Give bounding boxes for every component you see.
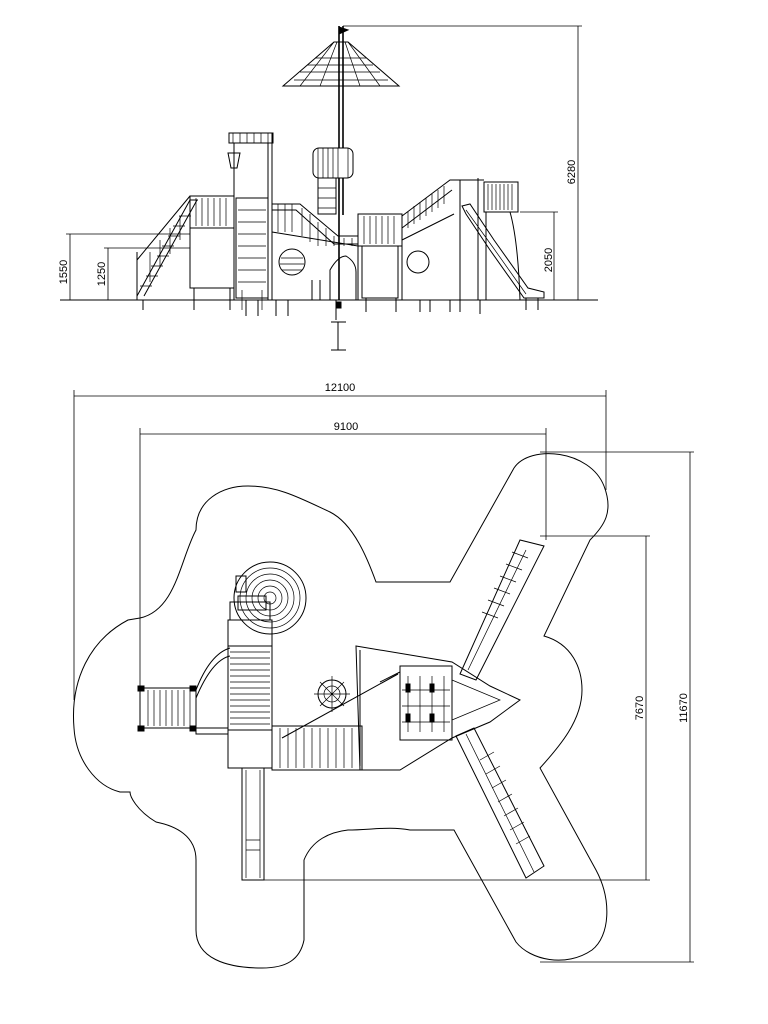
plan-ship-hull — [355, 645, 521, 771]
dim-overall-depth: 11670 — [678, 693, 690, 723]
dim-structure-width: 9100 — [334, 421, 358, 433]
plan-lower-right-slide — [455, 727, 545, 879]
dim-total-height: 6280 — [566, 160, 578, 184]
safety-zone-outline — [72, 453, 609, 969]
barrel-crows-nest — [312, 147, 354, 215]
plan-ship-wheel — [314, 676, 350, 712]
ship-hull — [401, 179, 461, 312]
plan-dimensions: 12100 9100 7670 11670 — [73, 382, 694, 963]
plan-bridge — [271, 671, 401, 771]
plan-bottom-slide — [241, 767, 265, 881]
elevation-dimensions: 6280 2050 1550 1250 — [58, 25, 584, 301]
left-deck — [189, 195, 235, 310]
mast-canopy — [281, 26, 401, 300]
dim-deck-height-2: 1250 — [96, 262, 108, 286]
ground-posts — [245, 300, 461, 316]
right-tower — [460, 178, 521, 314]
slide — [461, 203, 545, 310]
dim-structure-depth: 7670 — [634, 696, 646, 720]
right-deck — [357, 213, 403, 312]
plan-left-tower-deck — [195, 595, 273, 769]
elevation-view: 6280 2050 1550 1250 — [58, 25, 598, 351]
middle-bridge — [271, 203, 359, 351]
left-tower — [227, 132, 274, 310]
dim-deck-height-1: 1550 — [58, 260, 70, 284]
plan-upper-right-slide — [459, 539, 545, 681]
left-staircase — [136, 195, 198, 310]
dim-slide-deck-height: 2050 — [543, 248, 555, 272]
plan-round-roof — [233, 561, 307, 635]
plan-view: 12100 9100 7670 11670 — [72, 382, 694, 969]
dim-overall-width: 12100 — [325, 382, 356, 394]
plan-left-stair — [137, 647, 231, 732]
